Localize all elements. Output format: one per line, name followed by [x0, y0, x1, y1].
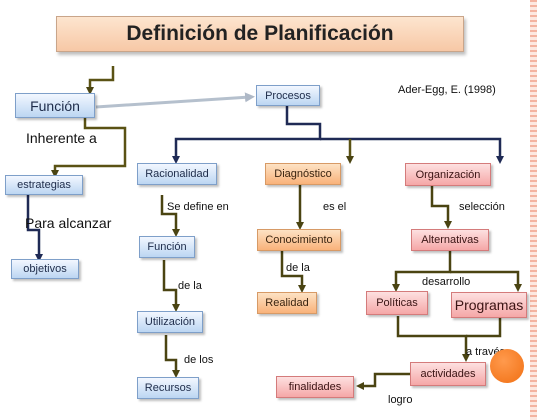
reference-citation: Ader-Egg, E. (1998): [398, 84, 496, 96]
arrow-funcion-utilizacion: [162, 260, 180, 312]
label-logro: logro: [388, 394, 413, 406]
node-organizacion: Organización: [405, 163, 491, 186]
accent-circle: [490, 349, 524, 383]
node-utilizacion: Utilización: [137, 311, 203, 333]
arrow-alternativas-programas: [450, 270, 522, 292]
arrow-procesos-racionalidad: [172, 106, 322, 164]
node-estrategias: estrategias: [5, 175, 83, 195]
node-politicas: Políticas: [366, 291, 428, 315]
node-alternativas: Alternativas: [411, 229, 489, 251]
label-es-el: es el: [323, 201, 347, 213]
arrow-actividades-finalidades: [356, 372, 410, 390]
arrow-programas-actividades: [466, 318, 502, 338]
label-inherente: Inherente a: [26, 130, 97, 146]
node-finalidades: finalidades: [276, 376, 354, 398]
label-se-define-en: Se define en: [167, 201, 229, 213]
node-programas: Programas: [451, 292, 527, 318]
node-objetivos: objetivos: [11, 259, 79, 279]
arrow-racionalidad-funcion: [160, 195, 180, 237]
slide-edge-decoration: [530, 0, 537, 420]
label-desarrollo: desarrollo: [422, 276, 471, 288]
arrow-alternativas-politicas: [392, 251, 452, 292]
node-actividades: actividades: [410, 362, 486, 386]
arrow-funcion-estrategias: [51, 118, 127, 178]
arrow-conocimiento-realidad: [280, 251, 306, 293]
label-de-la-1: de la: [178, 280, 202, 292]
arrow-funcion-procesos: [95, 92, 255, 109]
node-conocimiento: Conocimiento: [257, 229, 341, 251]
arrow-procesos-organizacion: [320, 137, 504, 164]
label-para-alcanzar: Para alcanzar: [25, 215, 112, 231]
arrow-utilizacion-recursos: [164, 335, 180, 378]
node-racionalidad: Racionalidad: [137, 163, 217, 185]
node-funcion-sub: Función: [139, 236, 195, 258]
arrow-into-funcion: [86, 66, 115, 95]
diagram-title: Definición de Planificación: [56, 16, 464, 52]
node-procesos: Procesos: [256, 85, 320, 106]
arrow-politicas-actividades: [396, 316, 470, 362]
node-realidad: Realidad: [257, 292, 317, 314]
arrow-estrategias-objetivos: [26, 194, 43, 262]
node-diagnostico: Diagnóstico: [265, 163, 341, 185]
node-funcion-main: Función: [15, 93, 95, 118]
node-recursos: Recursos: [137, 377, 199, 399]
label-de-los: de los: [184, 354, 214, 366]
arrow-organizacion-alternativas: [430, 186, 452, 229]
label-de-la-2: de la: [286, 262, 310, 274]
label-seleccion: selección: [459, 201, 505, 213]
